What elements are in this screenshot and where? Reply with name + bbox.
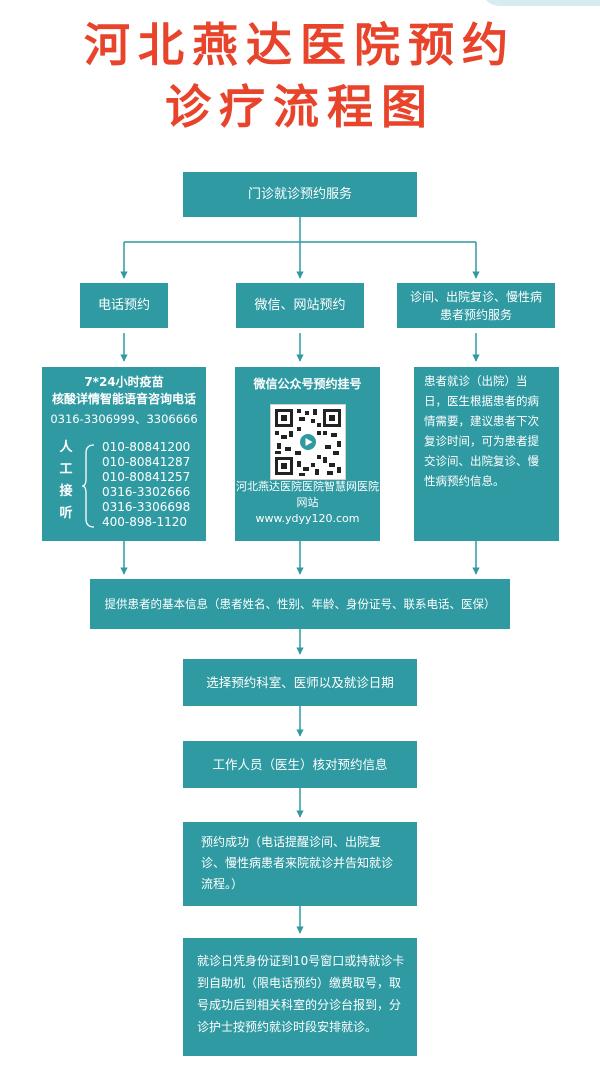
manual-answer-char: 听: [59, 506, 73, 521]
wechat-detail-line-2: 网站: [296, 496, 319, 509]
page-title-line-2: 诊疗流程图: [165, 80, 435, 134]
manual-answer-char: 接: [59, 484, 73, 499]
node-step-select-department: 选择预约科室、医师以及就诊日期: [183, 659, 417, 706]
node-wechat-label: 微信、网站预约: [254, 297, 346, 313]
step-success-label: 预约成功（电话提醒诊间、出院复诊、慢性病患者来院就诊并告知就诊流程。）: [201, 835, 394, 891]
node-phone-label: 电话预约: [97, 297, 150, 313]
node-phone-detail: 7*24小时疫苗 核酸详情智能语音咨询电话 0316-3306999、33066…: [42, 367, 206, 541]
node-followup-detail: 患者就诊（出院）当日，医生根据患者的病情需要，建议患者下次复诊时间，可为患者提交…: [414, 367, 559, 541]
step-basic-info-label: 提供患者的基本信息（患者姓名、性别、年龄、身份证号、联系电话、医保）: [104, 597, 496, 611]
play-icon: [305, 438, 313, 446]
qr-code-icon: [270, 404, 346, 480]
wechat-detail-line-3: www.ydyy120.com: [255, 512, 360, 525]
phone-number: 010-80841200: [102, 440, 191, 454]
node-step-success: 预约成功（电话提醒诊间、出院复诊、慢性病患者来院就诊并告知就诊流程。）: [183, 822, 417, 906]
node-root-label: 门诊就诊预约服务: [247, 186, 352, 202]
node-step-basic-info: 提供患者的基本信息（患者姓名、性别、年龄、身份证号、联系电话、医保）: [90, 579, 510, 629]
phone-number: 400-898-1120: [102, 515, 188, 529]
manual-answer-char: 人: [59, 440, 73, 455]
phone-detail-line-3: 0316-3306999、3306666: [50, 412, 198, 426]
node-followup-label: 诊间、出院复诊、慢性病患者预约服务: [409, 289, 542, 322]
top-decoration: [480, 0, 600, 6]
wechat-detail-title: 微信公众号预约挂号: [253, 377, 362, 391]
phone-detail-line-2: 核酸详情智能语音咨询电话: [51, 392, 196, 406]
node-wechat: 微信、网站预约: [236, 283, 364, 328]
phone-detail-line-1: 7*24小时疫苗: [84, 375, 164, 389]
phone-number: 010-80841257: [102, 470, 191, 484]
manual-answer-char: 工: [59, 462, 73, 477]
followup-detail-text: 患者就诊（出院）当日，医生根据患者的病情需要，建议患者下次复诊时间，可为患者提交…: [424, 374, 539, 488]
page-title-line-1: 河北燕达医院预约: [84, 18, 516, 72]
phone-number-list: 010-80841200 010-80841287 010-80841257 0…: [102, 440, 190, 530]
phone-number: 0316-3306698: [102, 500, 191, 514]
phone-number: 010-80841287: [102, 455, 191, 469]
step-verify-label: 工作人员（医生）核对预约信息: [212, 756, 388, 772]
manual-answer-label: 人 工 接 听: [58, 437, 74, 525]
step-visit-label: 就诊日凭身份证到10号窗口或持就诊卡到自助机（限电话预约）缴费取号，取号成功后到…: [197, 954, 405, 1034]
node-step-visit: 就诊日凭身份证到10号窗口或持就诊卡到自助机（限电话预约）缴费取号，取号成功后到…: [183, 938, 417, 1056]
step-select-department-label: 选择预约科室、医师以及就诊日期: [206, 674, 394, 690]
wechat-detail-line-1: 河北燕达医院医院智慧网医院: [236, 480, 379, 493]
node-step-verify: 工作人员（医生）核对预约信息: [183, 741, 417, 788]
node-root: 门诊就诊预约服务: [183, 172, 417, 217]
brace-icon: [82, 444, 95, 528]
phone-number: 0316-3302666: [102, 485, 191, 499]
node-phone: 电话预约: [80, 283, 168, 328]
node-followup: 诊间、出院复诊、慢性病患者预约服务: [397, 283, 555, 328]
